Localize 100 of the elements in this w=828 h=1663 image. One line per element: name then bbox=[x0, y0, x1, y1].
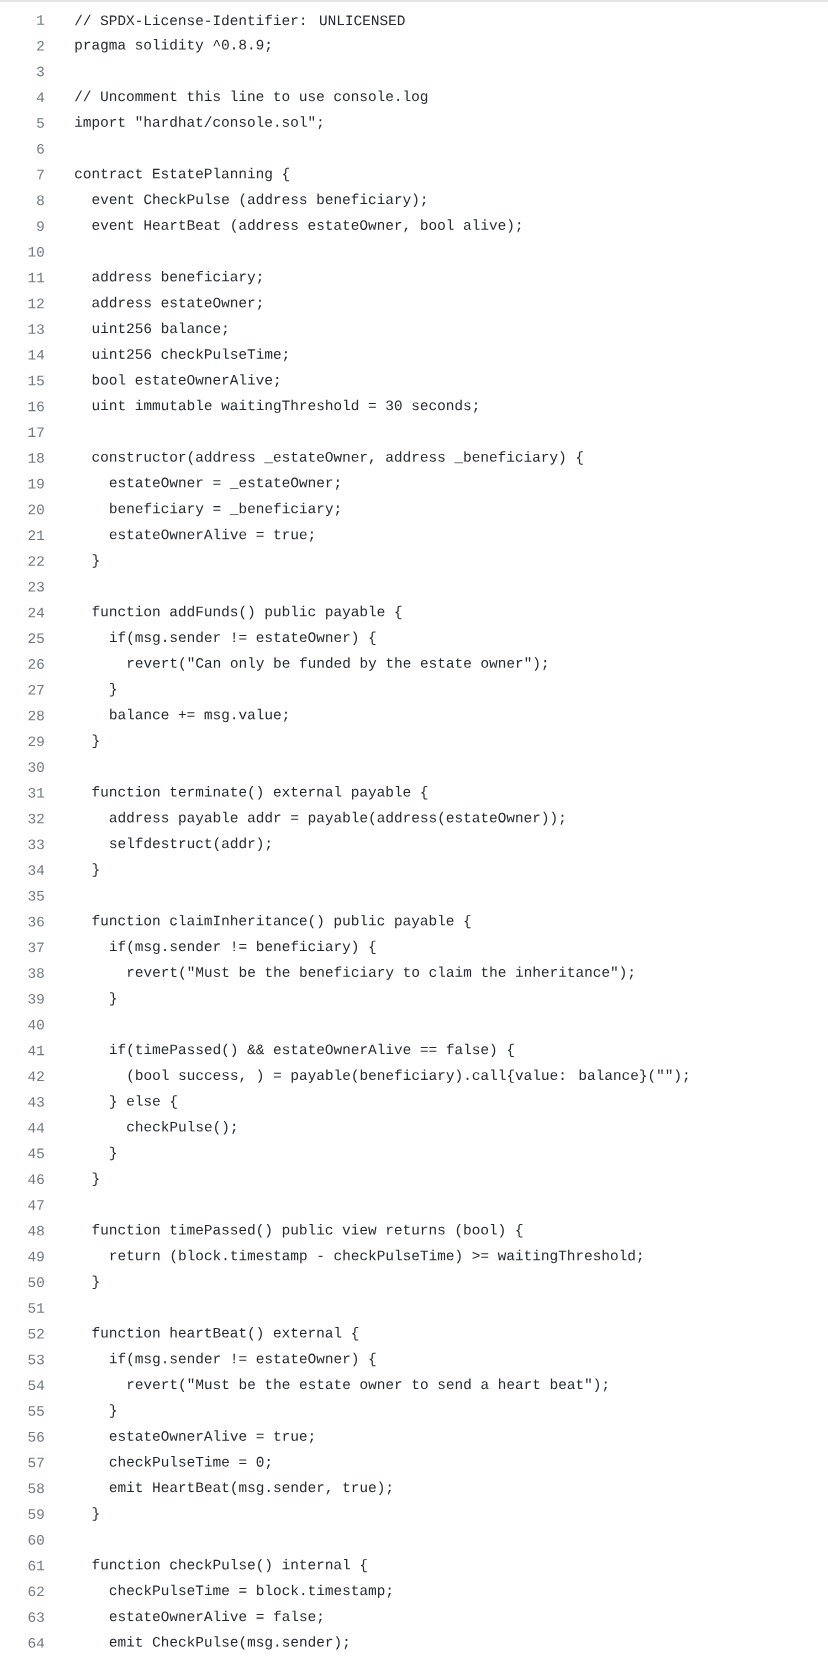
line-number: 62 bbox=[28, 1586, 44, 1597]
line-number: 17 bbox=[28, 427, 44, 437]
line-number: 5 bbox=[37, 118, 44, 128]
line-number: 1 bbox=[37, 15, 45, 25]
code-line: estateOwnerAlive = true; bbox=[109, 1430, 314, 1444]
line-number: 54 bbox=[28, 1380, 45, 1391]
line-number: 55 bbox=[28, 1406, 44, 1416]
code-line: beneficiary = _beneficiary; bbox=[110, 502, 340, 517]
line-number: 58 bbox=[28, 1483, 44, 1494]
code-line: } bbox=[110, 992, 116, 1006]
code-line: checkPulse(); bbox=[127, 1120, 236, 1135]
code-line: event HeartBeat (address estateOwner, bool alive); bbox=[92, 219, 521, 233]
line-number: 32 bbox=[28, 813, 44, 824]
line-number: 40 bbox=[28, 1019, 44, 1030]
line-number: 45 bbox=[28, 1148, 44, 1159]
line-number: 47 bbox=[28, 1200, 44, 1210]
line-number: 64 bbox=[28, 1638, 45, 1648]
code-line: selfdestruct(addr); bbox=[110, 837, 270, 852]
line-number: 35 bbox=[28, 890, 44, 901]
code-line: // Uncomment this line to use console.log bbox=[75, 90, 428, 104]
line-number: 15 bbox=[28, 375, 44, 386]
line-number: 24 bbox=[28, 607, 45, 618]
code-line: import "hardhat/console.sol"; bbox=[75, 116, 322, 130]
code-line: bool estateOwnerAlive; bbox=[92, 374, 279, 388]
code-line: balance += msg.value; bbox=[110, 708, 288, 723]
code-line: event CheckPulse (address beneficiary); bbox=[92, 193, 426, 207]
code-line: function heartBeat() external { bbox=[92, 1327, 359, 1341]
code-line: if(msg.sender != beneficiary) { bbox=[109, 940, 376, 955]
code-line: if(msg.sender != estateOwner) { bbox=[109, 1352, 376, 1367]
line-number: 61 bbox=[28, 1560, 45, 1571]
line-number: 31 bbox=[28, 787, 45, 798]
line-number: 11 bbox=[28, 272, 45, 283]
line-number: 53 bbox=[28, 1354, 44, 1365]
line-number: 8 bbox=[37, 195, 44, 206]
line-number: 7 bbox=[37, 169, 44, 180]
code-line: } bbox=[92, 863, 99, 877]
line-number: 29 bbox=[28, 736, 44, 747]
line-number: 27 bbox=[28, 684, 44, 695]
code-line: emit CheckPulse(msg.sender); bbox=[109, 1636, 348, 1650]
code-line: revert("Must be the beneficiary to claim the inheritance"); bbox=[127, 966, 633, 980]
code-line: estateOwnerAlive = false; bbox=[109, 1610, 322, 1624]
line-number: 22 bbox=[28, 556, 44, 566]
line-number: 38 bbox=[28, 968, 44, 978]
line-number: 23 bbox=[28, 581, 44, 592]
line-number: 51 bbox=[28, 1303, 45, 1313]
code-line: (bool success, ) = payable(beneficiary).call{value: balance}(""); bbox=[128, 1069, 688, 1083]
line-number: 34 bbox=[28, 865, 45, 875]
line-number: 13 bbox=[28, 324, 44, 334]
code-line: } bbox=[92, 1172, 99, 1186]
code-line: emit HeartBeat(msg.sender, true); bbox=[109, 1481, 391, 1496]
code-line: constructor(address _estateOwner, address _beneficiary) { bbox=[92, 451, 583, 465]
line-number: 9 bbox=[37, 221, 44, 231]
code-line: } bbox=[92, 734, 99, 748]
line-number: 48 bbox=[28, 1225, 44, 1236]
code-line: address payable addr = payable(address(estateOwner)); bbox=[109, 811, 564, 826]
line-number: 41 bbox=[28, 1045, 45, 1056]
code-line: if(msg.sender != estateOwner) { bbox=[109, 631, 376, 645]
line-number: 33 bbox=[28, 839, 44, 850]
code-line: function addFunds() public payable { bbox=[92, 605, 402, 620]
line-number: 10 bbox=[28, 246, 44, 257]
code-line: revert("Must be the estate owner to send a heart beat"); bbox=[127, 1378, 607, 1392]
code-line: } bbox=[110, 683, 116, 697]
code-line: revert("Can only be funded by the estate owner"); bbox=[127, 657, 547, 671]
line-number: 37 bbox=[28, 942, 44, 953]
code-line: // SPDX-License-Identifier: UNLICENSED bbox=[75, 14, 405, 26]
line-number: 56 bbox=[28, 1431, 44, 1442]
line-number: 6 bbox=[37, 143, 44, 154]
line-number: 30 bbox=[28, 762, 44, 772]
line-number: 2 bbox=[37, 40, 44, 51]
line-number: 12 bbox=[28, 298, 44, 309]
line-number: 50 bbox=[28, 1277, 44, 1288]
code-line: estateOwnerAlive = true; bbox=[109, 528, 314, 542]
code-line: if(timePassed() && estateOwnerAlive == false) { bbox=[109, 1043, 514, 1058]
line-number: 63 bbox=[28, 1612, 44, 1622]
code-line: } bbox=[110, 1146, 116, 1161]
line-number: 46 bbox=[28, 1174, 44, 1185]
code-line: pragma solidity ^0.8.9; bbox=[75, 39, 270, 53]
line-number: 43 bbox=[28, 1097, 44, 1107]
line-number: 28 bbox=[28, 710, 44, 721]
code-line: function checkPulse() internal { bbox=[92, 1558, 367, 1573]
code-line: checkPulseTime = 0; bbox=[109, 1456, 270, 1470]
code-line: } else { bbox=[110, 1095, 177, 1109]
line-number: 59 bbox=[28, 1509, 44, 1519]
line-number: 44 bbox=[28, 1122, 45, 1133]
line-number: 21 bbox=[28, 530, 45, 540]
line-number: 49 bbox=[28, 1251, 44, 1262]
line-number: 26 bbox=[28, 659, 44, 669]
line-number: 4 bbox=[36, 92, 45, 102]
code-line: uint256 checkPulseTime; bbox=[92, 348, 288, 362]
code-line: } bbox=[92, 1275, 99, 1289]
code-line: } bbox=[110, 1404, 116, 1418]
line-number: 60 bbox=[28, 1534, 44, 1545]
line-number: 3 bbox=[37, 66, 44, 77]
code-line: } bbox=[92, 1507, 99, 1521]
code-line: estateOwner = _estateOwner; bbox=[109, 477, 340, 490]
line-number: 19 bbox=[28, 478, 44, 489]
line-number: 25 bbox=[28, 633, 44, 644]
code-line: return (block.timestamp - checkPulseTime) >= waitingThreshold; bbox=[110, 1249, 642, 1264]
code-line: function terminate() external payable { bbox=[92, 786, 428, 800]
code-line: uint immutable waitingThreshold = 30 seconds; bbox=[92, 399, 478, 414]
